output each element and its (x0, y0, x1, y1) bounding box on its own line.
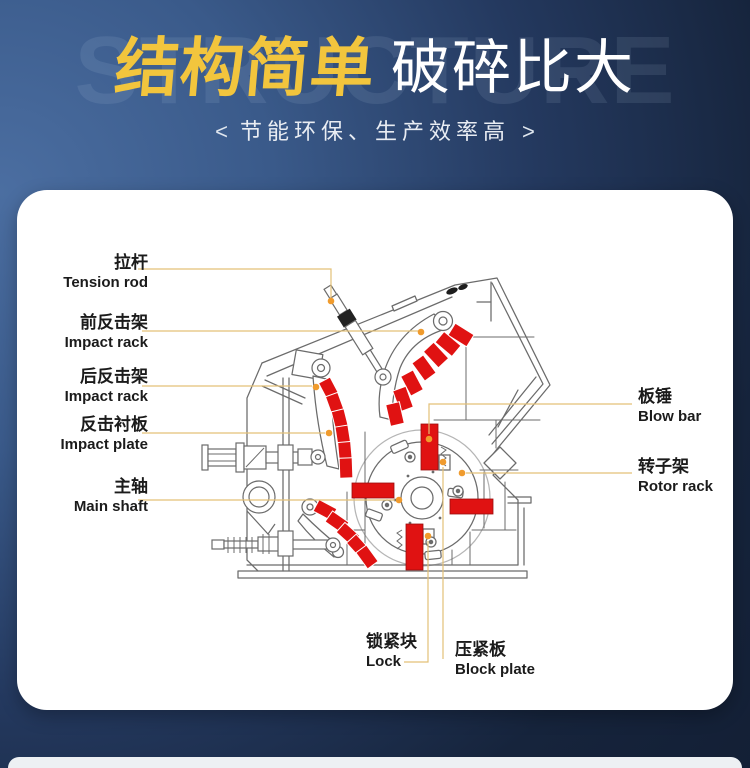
label-impact-plate: 反击衬板 Impact plate (18, 414, 148, 454)
title-main: 破碎比大 (390, 34, 635, 101)
label-tension-rod-zh: 拉杆 (114, 253, 148, 272)
label-rotor-rack-zh: 转子架 (638, 457, 689, 476)
page-title: 结构简单 破碎比大 (0, 32, 750, 104)
label-block-plate: 压紧板 Block plate (455, 639, 565, 679)
label-main-shaft: 主轴 Main shaft (18, 476, 148, 516)
label-blow-bar: 板锤 Blow bar (638, 386, 750, 426)
label-impact-plate-zh: 反击衬板 (80, 415, 148, 434)
label-blow-bar-zh: 板锤 (638, 387, 672, 406)
label-front-impact-rack-en: Impact rack (64, 334, 148, 351)
label-main-shaft-zh: 主轴 (114, 477, 148, 496)
label-lock-en: Lock (366, 653, 402, 670)
label-front-impact-rack: 前反击架 Impact rack (18, 312, 148, 352)
label-main-shaft-en: Main shaft (73, 498, 148, 515)
label-rear-impact-rack: 后反击架 Impact rack (18, 366, 148, 406)
subtitle-right-bracket: > (522, 119, 535, 144)
label-tension-rod-en: Tension rod (63, 274, 148, 291)
label-rotor-rack: 转子架 Rotor rack (638, 456, 750, 496)
label-tension-rod: 拉杆 Tension rod (18, 252, 148, 292)
label-block-plate-en: Block plate (455, 661, 536, 678)
label-block-plate-zh: 压紧板 (455, 640, 506, 659)
label-lock: 锁紧块 Lock (366, 631, 466, 671)
subtitle-left-bracket: < (215, 119, 228, 144)
label-rear-impact-rack-zh: 后反击架 (80, 367, 148, 386)
label-rear-impact-rack-en: Impact rack (64, 388, 148, 405)
label-blow-bar-en: Blow bar (638, 408, 702, 425)
label-front-impact-rack-zh: 前反击架 (80, 313, 148, 332)
label-rotor-rack-en: Rotor rack (638, 478, 714, 495)
label-lock-zh: 锁紧块 (366, 632, 417, 651)
title-accent: 结构简单 (111, 32, 379, 104)
next-section-edge (8, 757, 742, 768)
page-subtitle: < 节能环保、生产效率高 > (0, 114, 750, 146)
label-impact-plate-en: Impact plate (60, 436, 148, 453)
subtitle-text: 节能环保、生产效率高 (239, 119, 510, 144)
watermark-text: STRUCTURE (74, 17, 676, 124)
